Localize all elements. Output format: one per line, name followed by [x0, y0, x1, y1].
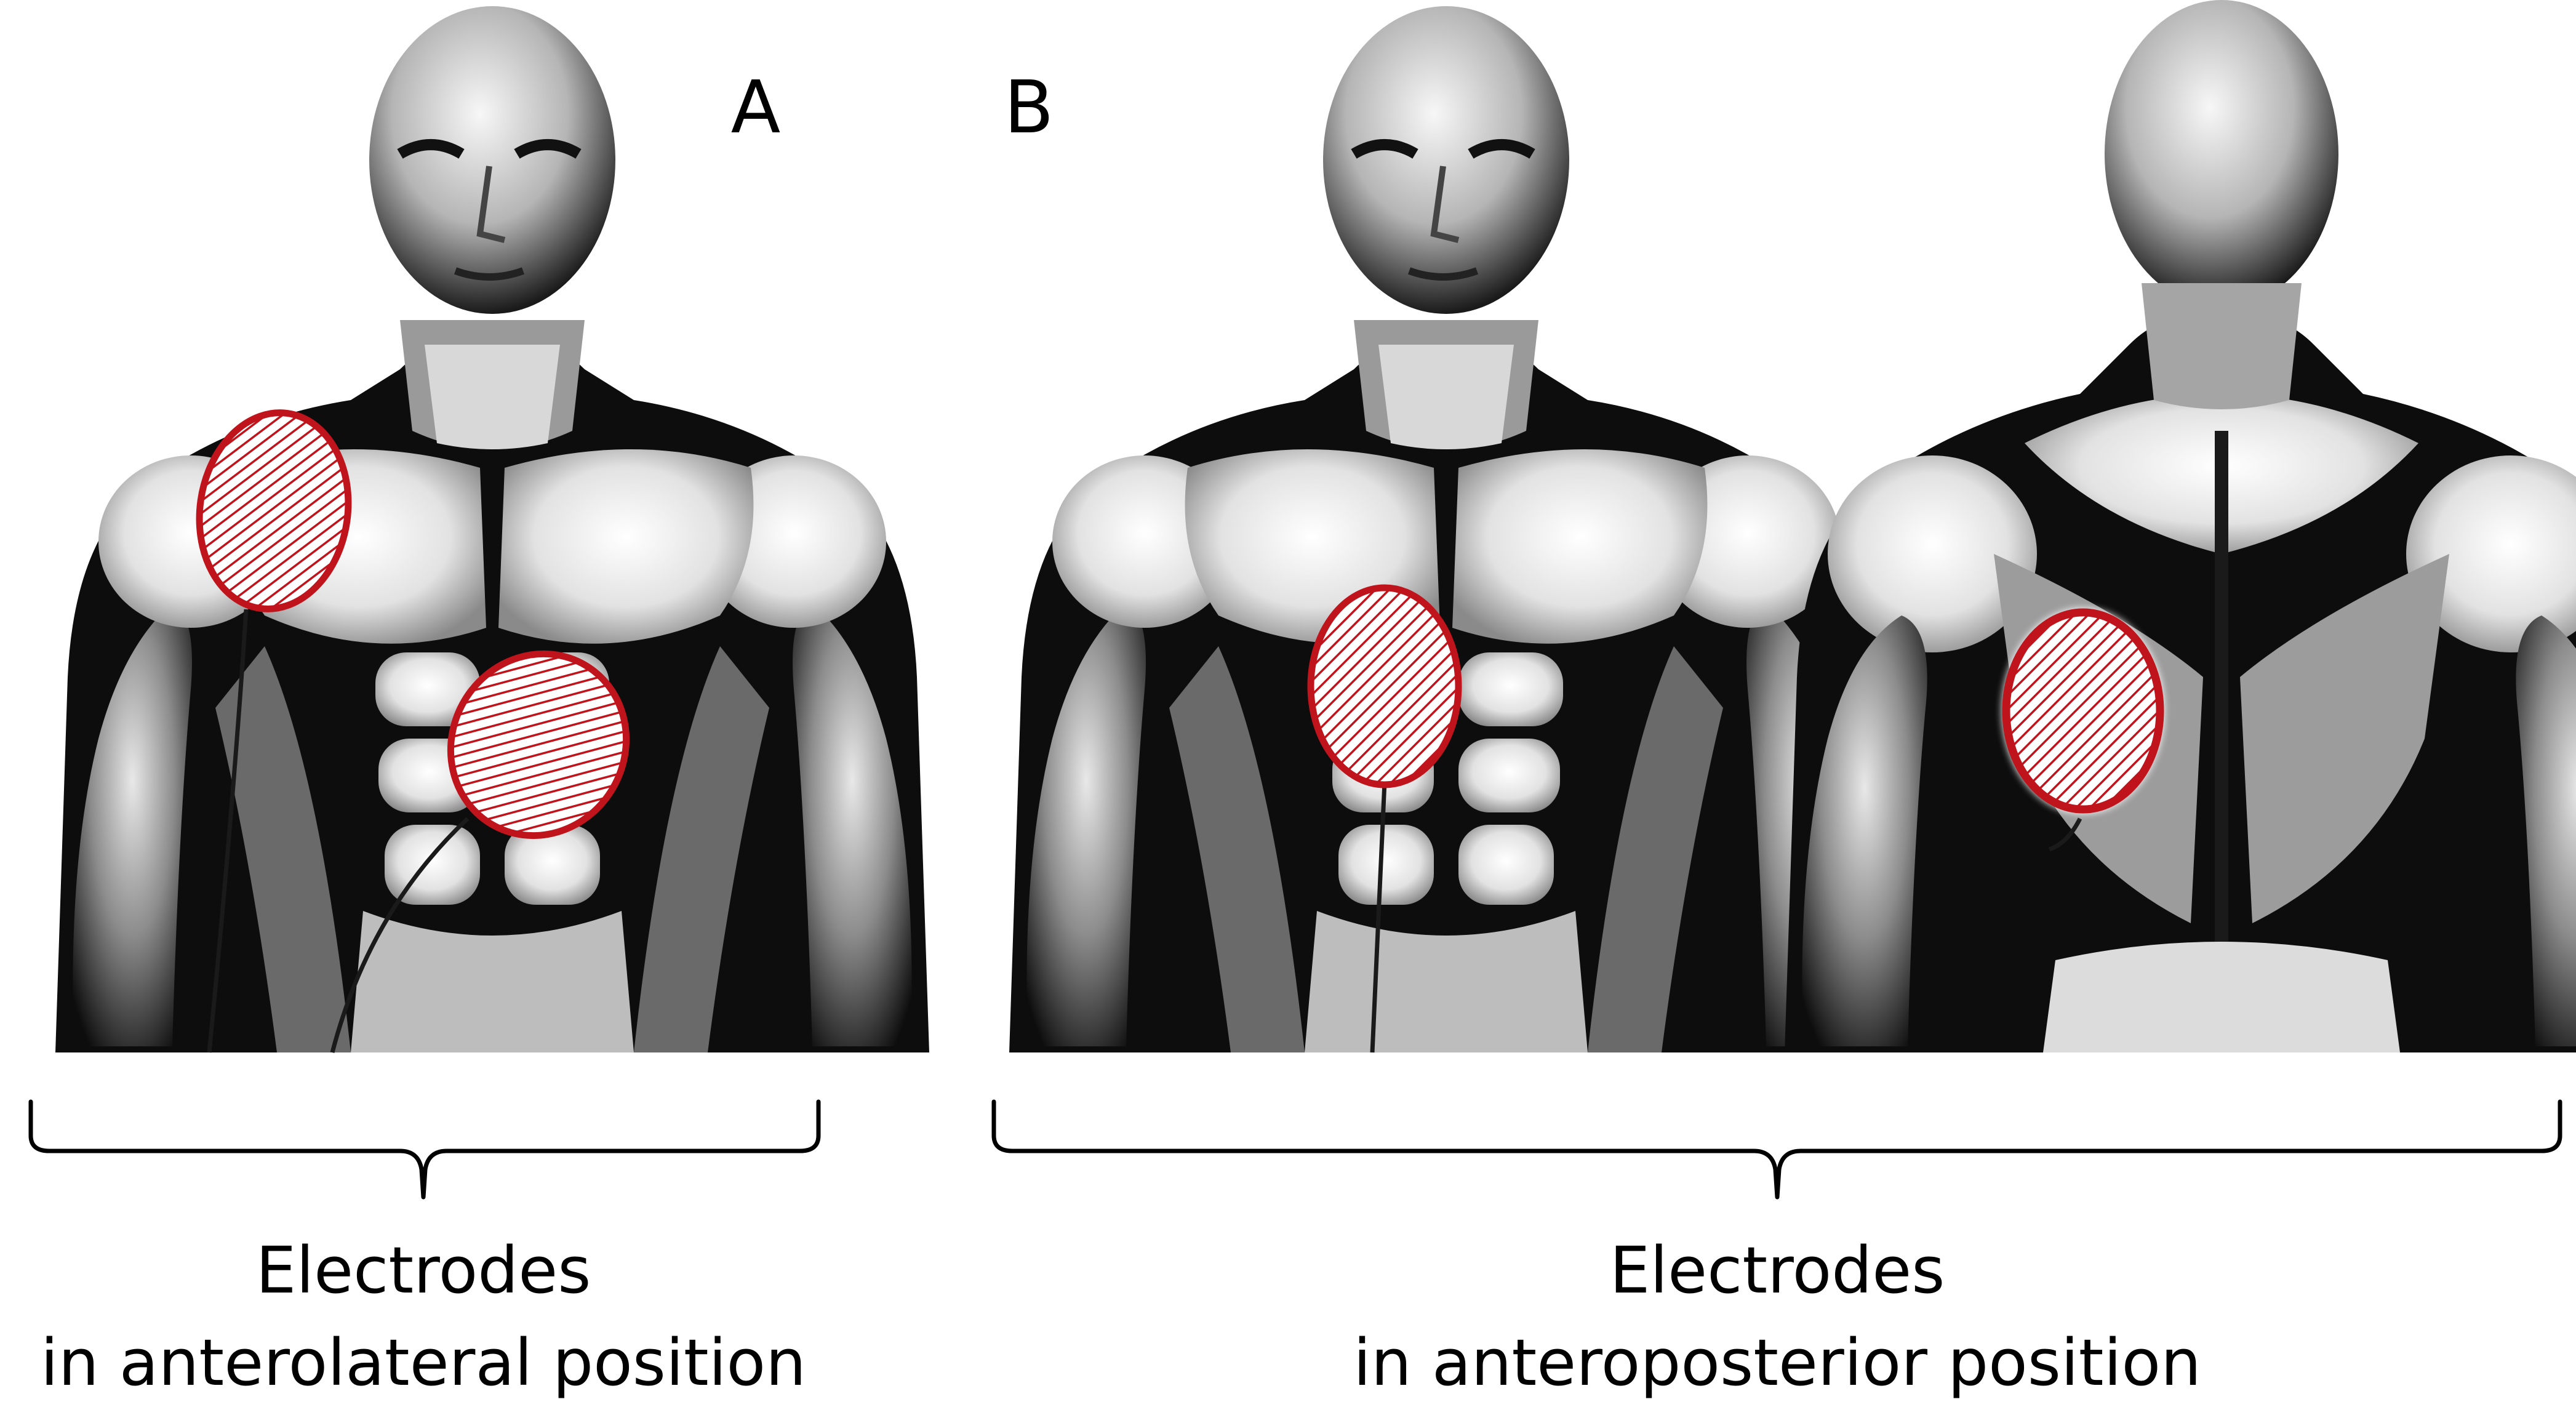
- caption-a-line1: Electrodes: [256, 1233, 591, 1308]
- lead-wire-b2: [2048, 817, 2082, 852]
- torso-back-figure: [1785, 0, 2576, 1052]
- torso-front-figure-b: [1009, 6, 1883, 1052]
- panel-letter-a: A: [731, 65, 781, 150]
- electrode-pad-a-lower: [447, 650, 630, 840]
- torso-front-figure-a: [55, 6, 929, 1052]
- lead-wire-a1: [207, 609, 249, 1053]
- electrode-pad-a-upper: [196, 409, 352, 612]
- panel-letter-b: B: [1004, 65, 1054, 150]
- electrode-pad-b-front: [1307, 584, 1462, 788]
- brace-b: [991, 1099, 2562, 1200]
- lead-wire-b1: [1370, 781, 1387, 1053]
- lead-wire-a2: [330, 817, 470, 1053]
- caption-b-line1: Electrodes: [1610, 1233, 1945, 1308]
- electrode-pad-b-back: [2002, 608, 2164, 814]
- caption-a-line2: in anterolateral position: [41, 1325, 806, 1400]
- brace-a: [28, 1099, 821, 1200]
- caption-b-line2: in anteroposterior position: [1353, 1325, 2201, 1400]
